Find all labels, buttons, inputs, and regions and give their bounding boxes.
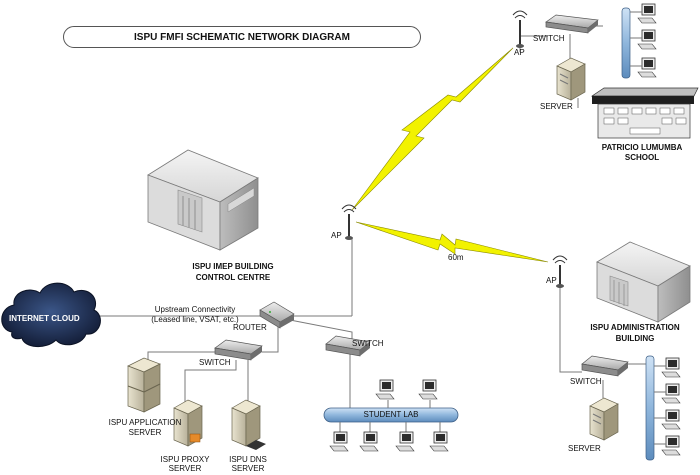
router-switch-link: [262, 322, 279, 353]
ap-top-label: AP: [514, 48, 525, 57]
ap-right-icon: [552, 255, 568, 288]
proxy-server-label-line2: SERVER: [168, 464, 202, 473]
switch-left-label: SWITCH: [199, 358, 231, 367]
ap-right-label: AP: [546, 276, 557, 285]
upstream-label-line1: Upstream Connectivity: [154, 305, 236, 314]
pc-icon: [654, 357, 681, 378]
internet-cloud-icon: [1, 282, 101, 347]
pc-icon: [375, 379, 395, 400]
bus-admin-icon: [645, 355, 655, 461]
dns-server-label-line1: ISPU DNS: [229, 455, 267, 464]
server-top-icon: [556, 57, 586, 101]
pc-icon: [630, 29, 657, 50]
switch-proxy-link: [184, 360, 237, 402]
pc-icon: [630, 3, 657, 24]
pcs-lab: [329, 379, 449, 452]
server-admin-label: SERVER: [568, 444, 601, 453]
dns-server-label-line2: SERVER: [231, 464, 265, 473]
bus-top-icon: [621, 7, 631, 79]
pc-icon: [359, 431, 379, 452]
ap-switch-link-admin: [559, 283, 582, 373]
pcs-admin: [654, 357, 681, 456]
server-admin-icon: [589, 397, 619, 441]
switch-left-icon: [214, 339, 263, 361]
internet-cloud-label: INTERNET CLOUD: [9, 314, 80, 323]
router-label: ROUTER: [233, 323, 267, 332]
app-server-label-line1: ISPU APPLICATION: [108, 418, 182, 427]
lightning-bolt-top: [351, 47, 514, 211]
ap-center-label: AP: [331, 231, 342, 240]
pcs-top: [630, 3, 657, 78]
pc-icon: [429, 431, 449, 452]
pc-icon: [395, 431, 415, 452]
proxy-server-icon: [173, 399, 203, 447]
ap-center-icon: [341, 204, 357, 240]
imep-label-line2: CONTROL CENTRE: [195, 273, 271, 282]
upstream-label-line2: (Leased line, VSAT, etc.): [151, 315, 239, 324]
pc-icon: [654, 409, 681, 430]
school-building-icon: [590, 87, 699, 139]
school-label-line2: SCHOOL: [624, 153, 660, 162]
pc-icon: [418, 379, 438, 400]
application-server-icon: [127, 357, 161, 413]
proxy-server-label-line1: ISPU PROXY: [160, 455, 210, 464]
pc-icon: [654, 435, 681, 456]
lightning-bolt-admin: [355, 221, 549, 263]
school-label-line1: PATRICIO LUMUMBA: [601, 143, 683, 152]
router-labswitch-link: [289, 319, 353, 340]
admin-building-icon: [596, 241, 691, 323]
switch-top-icon: [545, 14, 599, 34]
app-server-label-line2: SERVER: [128, 428, 162, 437]
switch-lab-label: SWITCH: [352, 339, 384, 348]
router-icon: [259, 301, 295, 329]
imep-label-line1: ISPU IMEP BUILDING: [192, 262, 274, 271]
distance-label: 60m: [448, 253, 464, 262]
admin-label-line2: BUILDING: [615, 334, 655, 343]
server-top-label: SERVER: [540, 102, 573, 111]
imep-building-icon: [147, 149, 259, 251]
student-lab-bus: [323, 407, 459, 423]
switch-lab-icon: [325, 335, 371, 357]
ap-top-icon: [512, 10, 528, 48]
pc-icon: [654, 383, 681, 404]
wireless-links: [351, 47, 549, 263]
admin-label-line1: ISPU ADMINISTRATION: [590, 323, 680, 332]
switch-admin-label: SWITCH: [570, 377, 602, 386]
switch-admin-icon: [581, 355, 629, 377]
lab-pc-links: [339, 400, 441, 432]
student-lab-label: STUDENT LAB: [363, 410, 419, 419]
diagram-title: ISPU FMFI SCHEMATIC NETWORK DIAGRAM: [63, 26, 421, 48]
pc-icon: [329, 431, 349, 452]
pc-icon: [630, 57, 657, 78]
switch-top-label: SWITCH: [533, 34, 565, 43]
dns-server-icon: [231, 399, 266, 450]
